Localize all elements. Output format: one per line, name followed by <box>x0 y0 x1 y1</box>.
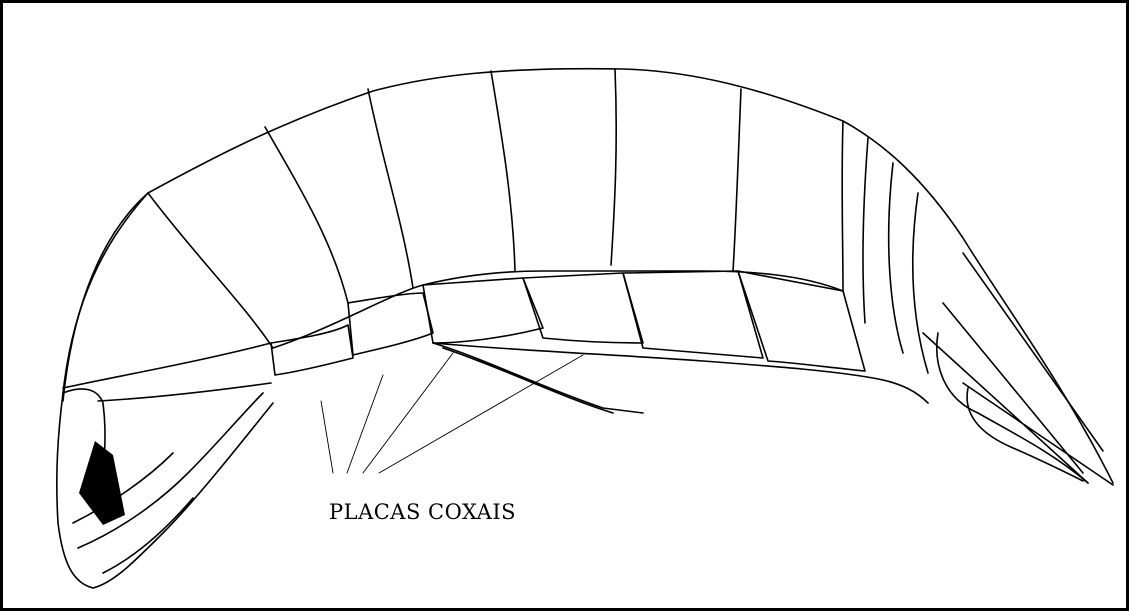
uropod-outer <box>937 333 1088 483</box>
coxal-plate-3 <box>423 278 543 343</box>
coxal-plate-2 <box>348 293 433 355</box>
eye <box>79 441 125 525</box>
leader-lines <box>321 353 583 473</box>
body-outline-dorsal <box>63 69 1113 483</box>
antenna <box>433 343 643 413</box>
coxal-plates-label: PLACAS COXAIS <box>329 500 516 524</box>
amphipod-drawing <box>3 3 1129 614</box>
coxal-plate-6 <box>738 271 865 371</box>
segment-lines <box>148 69 928 373</box>
